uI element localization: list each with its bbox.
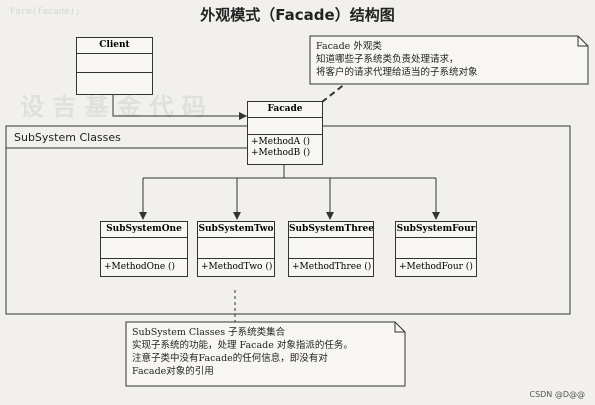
- note-subsystem-line3: 注意子类中没有Facade的任何信息，即没有对: [132, 353, 328, 364]
- facade-op-a: +MethodA (): [251, 137, 311, 147]
- note-subsystem-line1: SubSystem Classes 子系统类集合: [132, 327, 286, 338]
- class-client-operations: [77, 73, 152, 92]
- watermark: CSDN @D@@: [529, 390, 585, 399]
- class-client-attributes: [77, 54, 152, 73]
- class-subsystem-four-operations: +MethodFour (): [396, 259, 476, 273]
- subsystem-four-op: +MethodFour (): [399, 262, 473, 272]
- class-subsystem-two: SubSystemTwo +MethodTwo (): [197, 221, 275, 277]
- class-facade-attributes: [248, 118, 322, 135]
- facade-op-b: +MethodB (): [251, 148, 311, 158]
- class-subsystem-three-attributes: [289, 238, 373, 259]
- class-client-name: Client: [77, 38, 152, 54]
- note-facade-line2: 知道哪些子系统类负责处理请求，: [316, 54, 459, 65]
- note-subsystem-line4: Facade对象的引用: [132, 366, 214, 377]
- note-facade-line3: 将客户的请求代理给适当的子系统对象: [316, 67, 478, 78]
- class-subsystem-two-attributes: [198, 238, 274, 259]
- class-subsystem-two-name: SubSystemTwo: [198, 222, 274, 238]
- class-subsystem-one-attributes: [101, 238, 187, 259]
- class-subsystem-three-name: SubSystemThree: [289, 222, 374, 238]
- class-subsystem-four: SubSystemFour +MethodFour (): [395, 221, 477, 277]
- arrow-subsystem-three: [326, 212, 334, 220]
- subsystem-three-op: +MethodThree (): [292, 262, 372, 272]
- diagram-title: 外观模式（Facade）结构图: [200, 6, 395, 24]
- class-subsystem-three: SubSystemThree +MethodThree (): [288, 221, 374, 277]
- class-subsystem-four-attributes: [396, 238, 476, 259]
- svg-text:Form(facade);: Form(facade);: [10, 7, 80, 17]
- arrow-subsystem-two: [233, 212, 241, 220]
- class-subsystem-four-name: SubSystemFour: [396, 222, 476, 238]
- note-facade-line1: Facade 外观类: [316, 41, 382, 52]
- class-subsystem-three-operations: +MethodThree (): [289, 259, 373, 273]
- class-client: Client: [76, 37, 153, 95]
- class-facade-operations: +MethodA () +MethodB (): [248, 135, 322, 159]
- note-facade: [309, 35, 589, 85]
- note-subsystem-text: SubSystem Classes 子系统类集合 实现子系统的功能，处理 Fac…: [132, 326, 353, 378]
- class-facade: Facade +MethodA () +MethodB (): [247, 101, 323, 165]
- class-facade-name: Facade: [248, 102, 322, 118]
- class-subsystem-one: SubSystemOne +MethodOne (): [100, 221, 188, 277]
- class-subsystem-one-operations: +MethodOne (): [101, 259, 187, 273]
- association-line: [112, 94, 247, 117]
- note-subsystem-line2: 实现子系统的功能，处理 Facade 对象指派的任务。: [132, 340, 353, 351]
- arrow-subsystem-four: [432, 212, 440, 220]
- note-facade-text: Facade 外观类 知道哪些子系统类负责处理请求， 将客户的请求代理给适当的子…: [316, 40, 478, 79]
- package-label: SubSystem Classes: [14, 131, 121, 144]
- class-subsystem-one-name: SubSystemOne: [101, 222, 187, 238]
- subsystem-one-op: +MethodOne (): [104, 262, 176, 272]
- subsystem-two-op: +MethodTwo (): [201, 262, 273, 272]
- class-subsystem-two-operations: +MethodTwo (): [198, 259, 274, 273]
- association-arrow: [239, 112, 247, 120]
- arrow-subsystem-one: [139, 212, 147, 220]
- note-subsystem: [125, 321, 406, 387]
